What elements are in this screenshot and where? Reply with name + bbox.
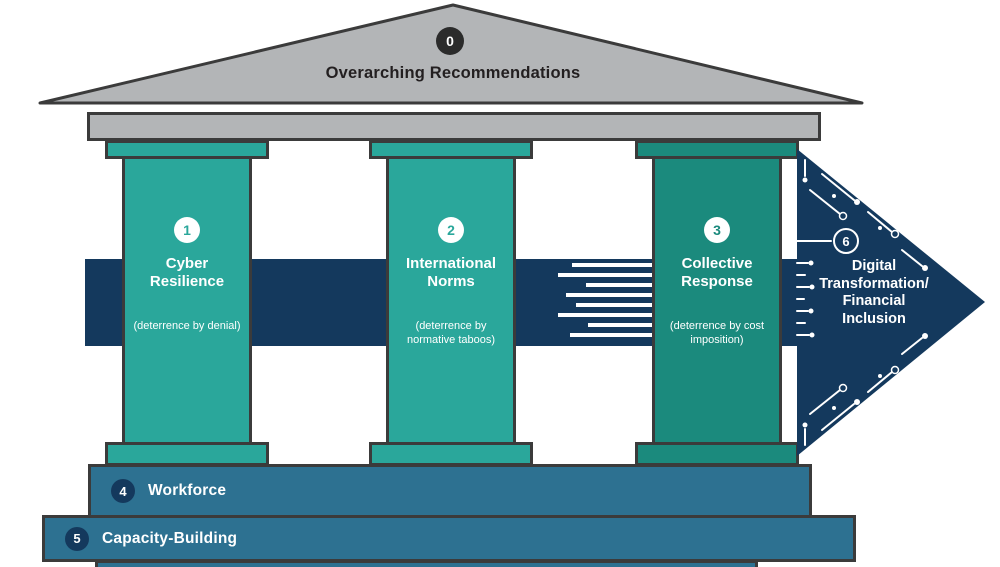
- arrow-number-badge: 6: [833, 228, 859, 254]
- pillar-capital: [369, 140, 533, 159]
- pillar-cyber-resilience: 1 Cyber Resilience (deterrence by denial…: [105, 140, 269, 466]
- pillar-collective-response: 3 Collective Response (deterrence by cos…: [635, 140, 799, 466]
- pillar-title: Cyber Resilience: [149, 255, 225, 290]
- pillar-title: International Norms: [405, 255, 496, 290]
- pillar-base: [635, 442, 799, 466]
- architrave-beam: [87, 112, 821, 141]
- speed-line: [572, 263, 655, 267]
- pillar-shaft: 3 Collective Response (deterrence by cos…: [652, 156, 782, 445]
- speed-line: [566, 293, 655, 297]
- speed-line: [586, 283, 655, 287]
- pillar-title: Collective Response: [681, 255, 753, 290]
- speed-line: [570, 333, 655, 337]
- speed-line: [558, 273, 655, 277]
- pillar-subtitle: (deterrence by cost imposition): [669, 320, 765, 347]
- step-workforce: 4 Workforce: [88, 464, 812, 518]
- pillar-number-badge: 2: [438, 217, 464, 243]
- pillar-international-norms: 2 International Norms (deterrence by nor…: [369, 140, 533, 466]
- pillar-subtitle: (deterrence by normative taboos): [406, 320, 496, 347]
- pillar-subtitle: (deterrence by denial): [133, 320, 241, 332]
- pillar-number-badge: 3: [704, 217, 730, 243]
- speed-line: [588, 323, 655, 327]
- step-capacity-building: 5 Capacity-Building: [42, 515, 856, 562]
- pillar-shaft: 2 International Norms (deterrence by nor…: [386, 156, 516, 445]
- pediment-number-badge: 0: [436, 27, 464, 55]
- pillar-base: [369, 442, 533, 466]
- speed-line: [576, 303, 655, 307]
- pillar-number-badge: 1: [174, 217, 200, 243]
- speed-line: [558, 313, 655, 317]
- step-label: Capacity-Building: [102, 529, 238, 547]
- pillar-shaft: 1 Cyber Resilience (deterrence by denial…: [122, 156, 252, 445]
- step-number-badge: 5: [65, 526, 89, 551]
- step-label: Workforce: [148, 482, 227, 499]
- pillar-base: [105, 442, 269, 466]
- arrow-title: Digital Transformation/ Financial Inclus…: [819, 258, 929, 328]
- pillar-capital: [635, 140, 799, 159]
- step-number-badge: 4: [111, 479, 135, 503]
- pillar-capital: [105, 140, 269, 159]
- pediment-title: Overarching Recommendations: [325, 64, 581, 82]
